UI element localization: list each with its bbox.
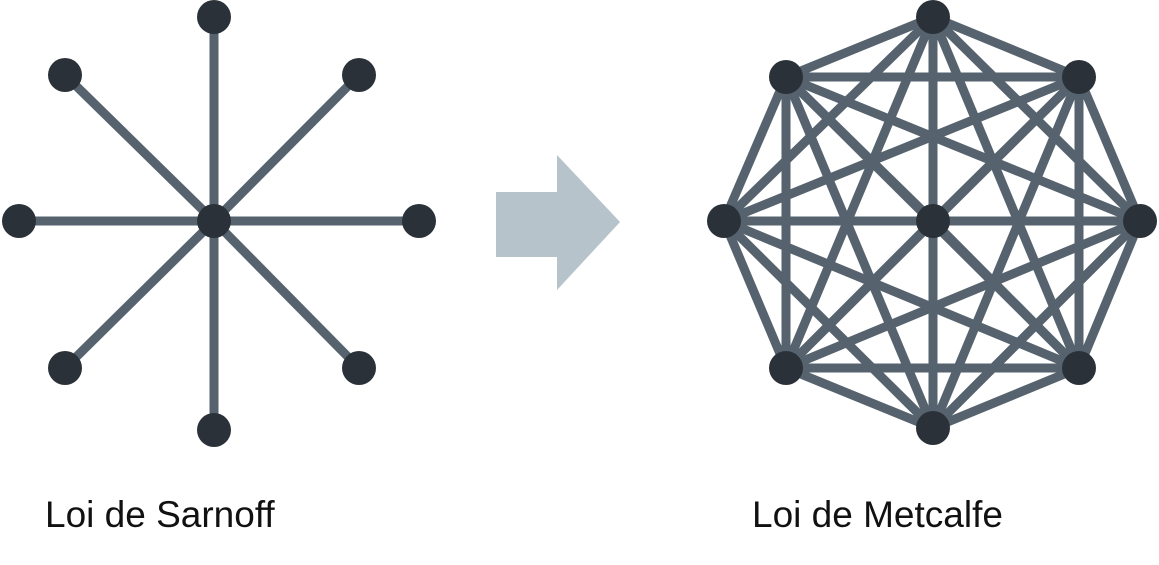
metcalfe-node xyxy=(707,204,741,238)
metcalfe-edge xyxy=(720,217,937,432)
metcalfe-edge xyxy=(784,363,935,433)
sarnoff-node xyxy=(197,413,231,447)
metcalfe-node xyxy=(769,60,803,94)
sarnoff-edge xyxy=(210,217,363,372)
metcalfe-node xyxy=(1123,204,1157,238)
metcalfe-edge xyxy=(781,75,938,430)
metcalfe-edge xyxy=(719,219,791,370)
sarnoff-node xyxy=(342,58,376,92)
sarnoff-node xyxy=(342,351,376,385)
sarnoff-label: Loi de Sarnoff xyxy=(45,494,275,535)
metcalfe-nodes xyxy=(707,0,1157,445)
sarnoff-edge xyxy=(210,71,363,225)
sarnoff-nodes xyxy=(2,0,436,447)
metcalfe-node xyxy=(1062,351,1096,385)
metcalfe-label: Loi de Metcalfe xyxy=(752,494,1003,535)
sarnoff-edge xyxy=(61,71,218,225)
metcalfe-node xyxy=(916,0,950,34)
sarnoff-node xyxy=(48,351,82,385)
metcalfe-edge xyxy=(784,12,935,82)
metcalfe-node xyxy=(1062,60,1096,94)
metcalfe-edge xyxy=(931,12,1081,82)
metcalfe-edge xyxy=(719,75,791,223)
metcalfe-edges xyxy=(719,12,1145,433)
metcalfe-node xyxy=(916,411,950,445)
sarnoff-node xyxy=(48,58,82,92)
sarnoff-edges xyxy=(19,17,419,430)
metcalfe-edge xyxy=(1074,75,1145,223)
metcalfe-edge xyxy=(784,72,1142,226)
sarnoff-hub-node xyxy=(197,204,231,238)
sarnoff-edge xyxy=(61,217,218,372)
sarnoff-node xyxy=(197,0,231,34)
sarnoff-node xyxy=(2,204,36,238)
metcalfe-edge xyxy=(1074,219,1145,370)
right-arrow-icon xyxy=(496,155,620,290)
metcalfe-center-node xyxy=(916,204,950,238)
sarnoff-node xyxy=(402,204,436,238)
metcalfe-edge xyxy=(931,363,1081,433)
metcalfe-node xyxy=(769,351,803,385)
